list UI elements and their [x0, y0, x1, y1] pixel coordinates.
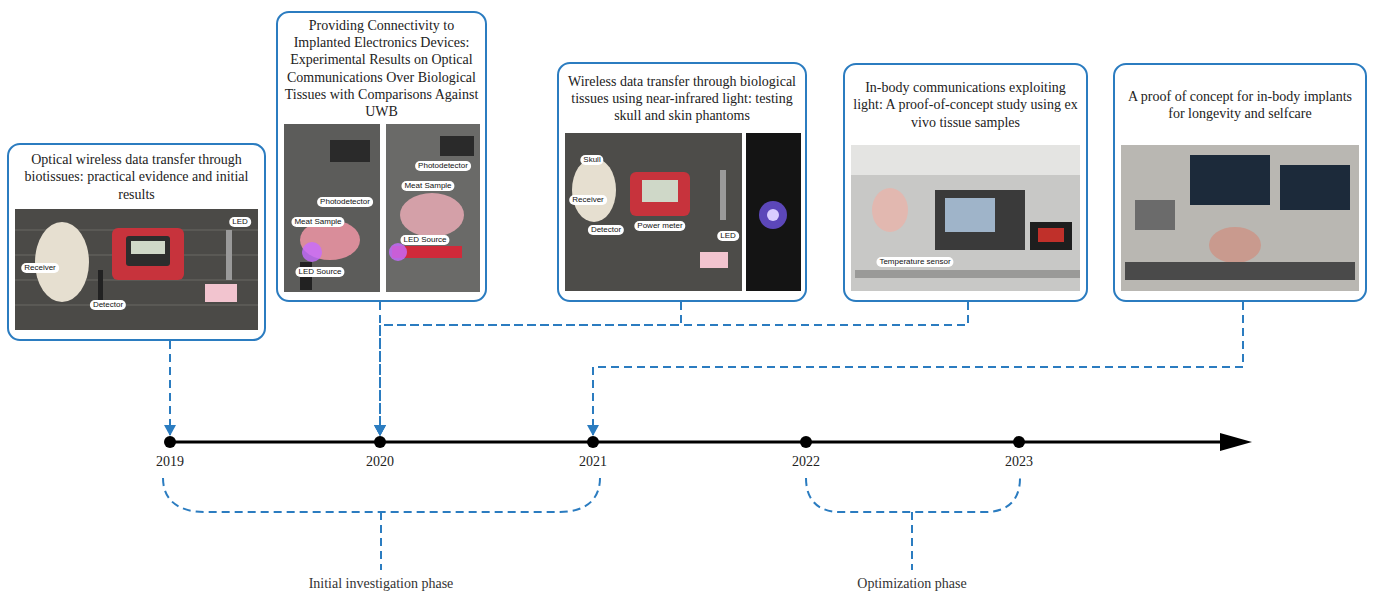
title-area: Providing Connectivity to Implanted Elec…: [278, 13, 485, 124]
timeline-dot: 2022: [800, 436, 812, 448]
photo-label: Skull: [580, 155, 603, 165]
paper-title: Optical wireless data transfer through b…: [15, 151, 258, 202]
photo-label: Receiver: [569, 195, 607, 205]
paper-box: Providing Connectivity to Implanted Elec…: [276, 11, 487, 302]
paper-title: Providing Connectivity to Implanted Elec…: [284, 17, 479, 119]
paper-box: A proof of concept for in-body implants …: [1113, 63, 1367, 302]
timeline-axis: [170, 441, 1225, 444]
photo-label: LED Source: [400, 235, 449, 245]
photo-label: LED: [229, 217, 251, 227]
year-label: 2022: [792, 454, 820, 470]
year-label: 2023: [1005, 454, 1033, 470]
timeline-dot: 2023: [1013, 436, 1025, 448]
phase-label: Optimization phase: [857, 576, 966, 593]
lab-photo: [1121, 145, 1359, 291]
phase-bracket: [163, 478, 1020, 570]
paper-title: In-body communications exploiting light:…: [851, 79, 1080, 130]
timeline-arrowhead: [1220, 433, 1252, 451]
title-area: Optical wireless data transfer through b…: [9, 145, 264, 209]
lab-photo: [284, 124, 480, 292]
timeline-dot: 2019: [164, 436, 176, 448]
photo-label: Detector: [90, 300, 126, 310]
lab-photo: [15, 209, 258, 330]
paper-box: Optical wireless data transfer through b…: [7, 143, 266, 341]
dashed-connector: [593, 302, 1243, 435]
title-area: Wireless data transfer through biologica…: [559, 64, 805, 133]
timeline-dot: 2020: [374, 436, 386, 448]
photo-label: Meat Sample: [291, 217, 344, 227]
photo-label: Receiver: [21, 263, 59, 273]
photo-label: Temperature sensor: [876, 257, 953, 267]
lab-photo: [851, 145, 1080, 291]
photo-label: Meat Sample: [401, 181, 454, 191]
photo-label: LED: [717, 231, 739, 241]
photo-label: LED Source: [295, 267, 344, 277]
lab-photo: [565, 133, 801, 291]
dashed-connector: [169, 341, 171, 435]
phase-label: Initial investigation phase: [309, 576, 454, 593]
year-label: 2020: [366, 454, 394, 470]
year-label: 2021: [579, 454, 607, 470]
year-label: 2019: [156, 454, 184, 470]
photo-label: Power meter: [634, 221, 685, 231]
title-area: In-body communications exploiting light:…: [845, 65, 1086, 145]
paper-box: Wireless data transfer through biologica…: [557, 62, 807, 302]
dashed-connector: [380, 302, 681, 435]
dashed-connector: [380, 302, 968, 435]
title-area: A proof of concept for in-body implants …: [1115, 65, 1365, 145]
photo-label: Photodetector: [317, 197, 373, 207]
paper-title: A proof of concept for in-body implants …: [1121, 88, 1359, 122]
photo-label: Photodetector: [415, 161, 471, 171]
paper-title: Wireless data transfer through biologica…: [565, 73, 799, 124]
photo-label: Detector: [588, 225, 624, 235]
timeline-dot: 2021: [587, 436, 599, 448]
